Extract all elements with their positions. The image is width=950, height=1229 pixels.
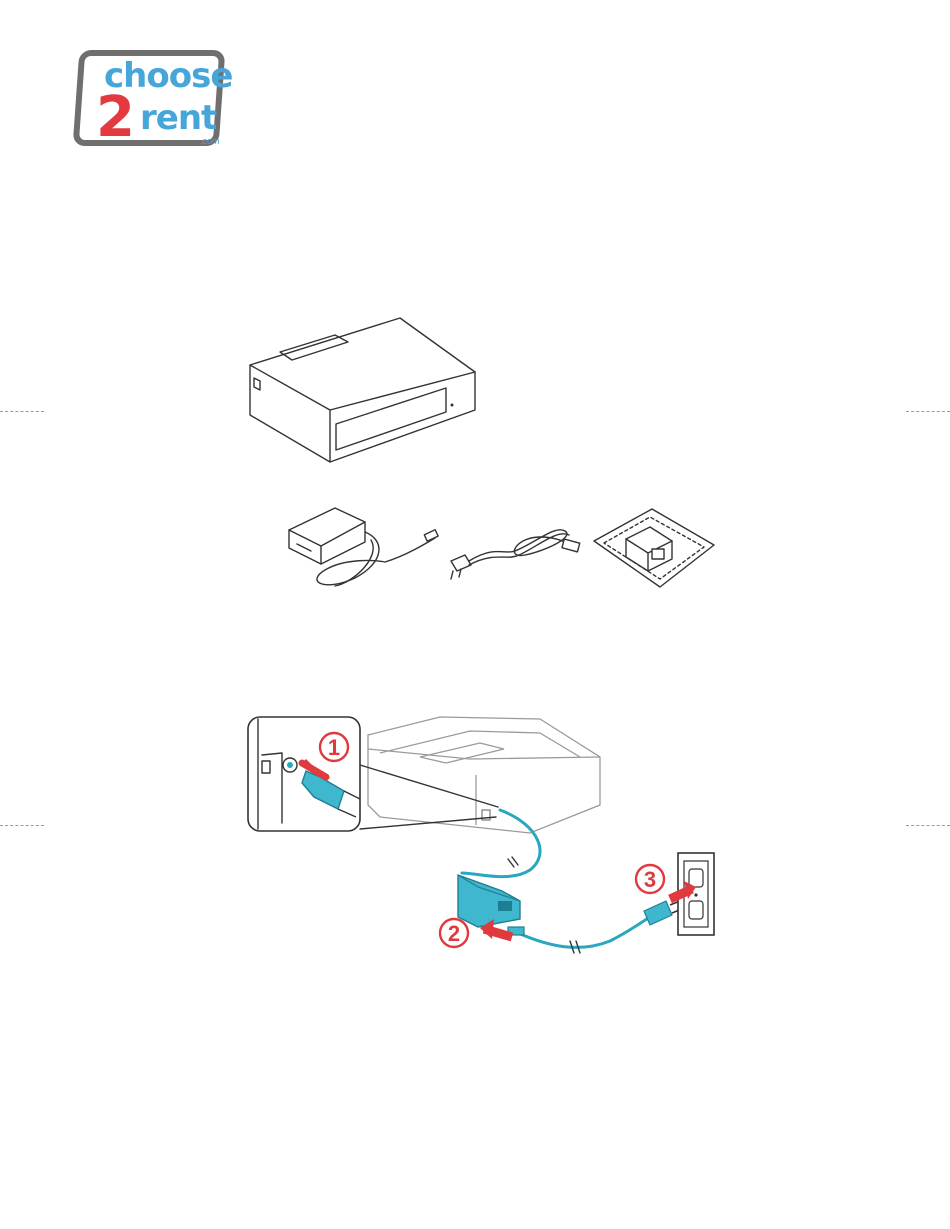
ac-adapter-illustration: [285, 500, 445, 600]
inset-detail: [248, 717, 360, 831]
svg-text:2: 2: [448, 921, 460, 946]
ink-pack-illustration: [590, 505, 720, 595]
printer-rear-view: [368, 717, 600, 833]
power-connection-diagram: 1 2 3: [240, 705, 730, 970]
cut-mark-right-bottom: [906, 825, 950, 826]
logo-number: 2: [96, 90, 135, 146]
printer-illustration: [240, 310, 480, 470]
power-cord-illustration: [445, 515, 585, 585]
cut-mark-left-top: [0, 411, 44, 412]
logo-word-bottom: rent: [140, 98, 216, 138]
cut-mark-right-top: [906, 411, 950, 412]
callout-1: 1: [320, 733, 348, 761]
cut-mark-left-bottom: [0, 825, 44, 826]
choose2rent-logo: choose 2 rent .com: [70, 46, 230, 156]
callout-2: 2: [440, 919, 468, 947]
svg-text:1: 1: [328, 735, 340, 760]
callout-3: 3: [636, 865, 664, 893]
svg-text:3: 3: [644, 867, 656, 892]
logo-domain: .com: [200, 136, 220, 146]
